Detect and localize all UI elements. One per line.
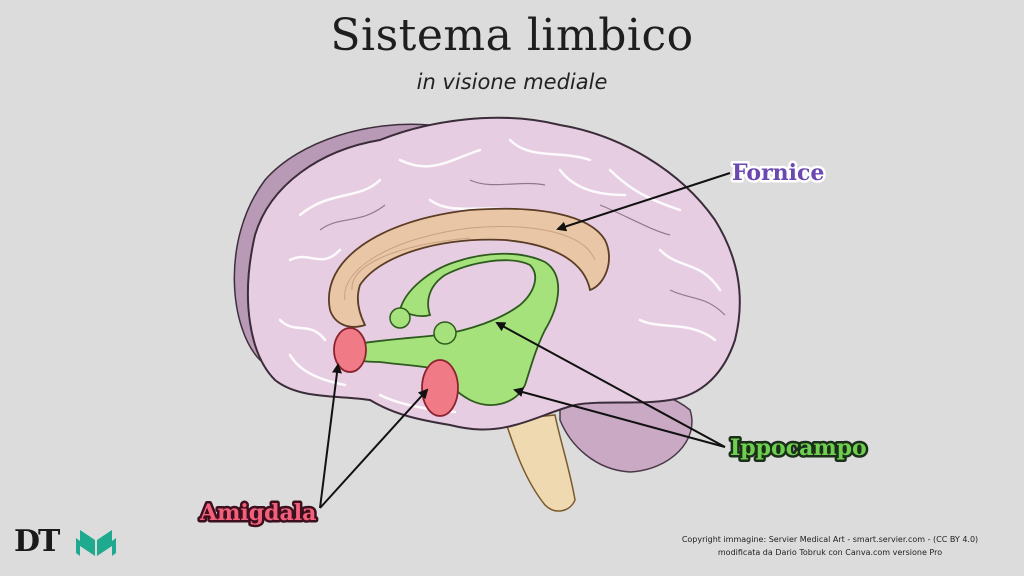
annotation-arrows [319, 172, 731, 509]
label-fornice: Fornice [732, 160, 824, 186]
arrow-amigdala-1 [319, 363, 342, 509]
amygdala-right [421, 359, 459, 417]
label-amigdala: Amigdala [199, 500, 316, 526]
arrow-ippocampo-1 [495, 322, 726, 448]
author-logo: DT [14, 524, 60, 559]
book-logo-icon [76, 530, 116, 556]
arrow-amigdala-2 [319, 388, 429, 509]
brain-sulci [319, 179, 726, 316]
copyright-line-1: Copyright immagine: Servier Medical Art … [681, 535, 979, 544]
page-title: Sistema limbico [330, 10, 694, 61]
arrow-ippocampo-2 [513, 387, 726, 448]
copyright-notice: Copyright immagine: Servier Medical Art … [660, 533, 1000, 559]
mammillary-body [389, 307, 411, 329]
brain-gyri [278, 138, 722, 414]
amygdala-left [333, 327, 367, 373]
brain-stem [503, 414, 576, 512]
fornix [328, 207, 610, 328]
hippocampus-node [433, 321, 457, 345]
page-subtitle: in visione mediale [416, 70, 608, 94]
fornix-striations [344, 226, 596, 301]
arrow-fornice [556, 172, 731, 232]
copyright-line-2: modificata da Dario Tobruk con Canva.com… [717, 548, 943, 557]
label-ippocampo: Ippocampo [730, 435, 867, 461]
